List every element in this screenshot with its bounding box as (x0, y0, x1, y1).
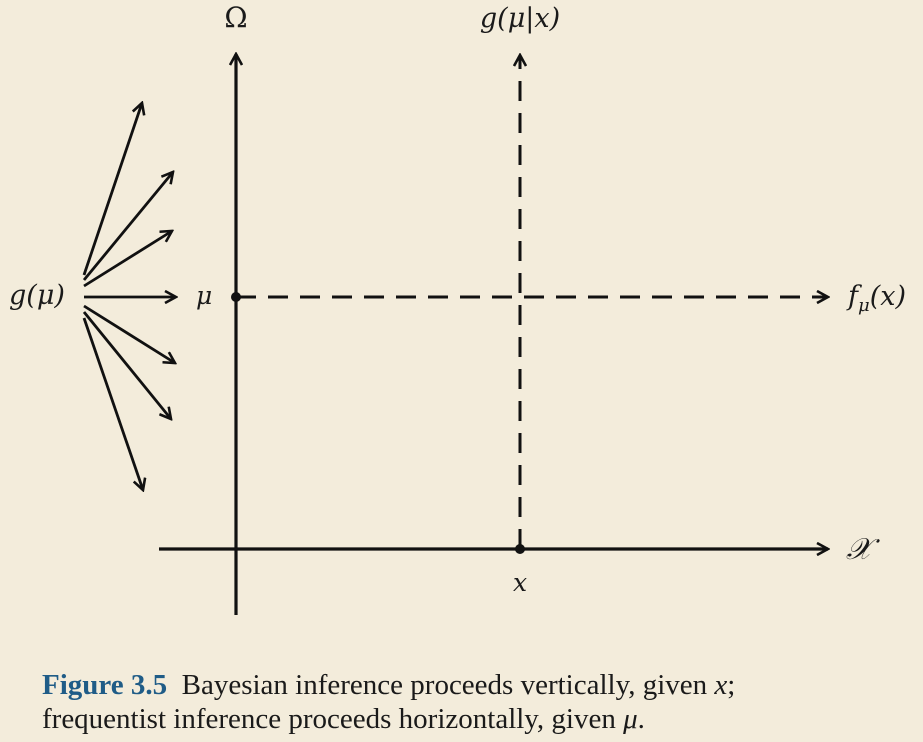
figure-label: Figure 3.5 (42, 669, 168, 701)
inference-diagram: Ω 𝒳 g(μ|x) fμ(x) μ x g(μ) (9, 1, 906, 615)
likelihood-label: fμ(x) (846, 281, 906, 316)
prior-arrow-fan (82, 103, 176, 490)
mu-label: μ (196, 281, 212, 310)
prior-arrow (82, 311, 171, 419)
caption-line2-end: . (637, 703, 645, 735)
omega-label: Ω (224, 1, 247, 34)
caption-mu-var: μ (623, 703, 638, 735)
prior-arrow (82, 103, 142, 276)
caption-line2-text: frequentist inference proceeds horizonta… (42, 703, 624, 735)
caption-line1-text: Bayesian inference proceeds vertically, … (181, 669, 715, 701)
prior-arrow (82, 317, 143, 490)
posterior-label: g(μ|x) (480, 3, 560, 34)
sample-space-label: 𝒳 (846, 532, 880, 567)
caption-line1-end: ; (727, 669, 736, 701)
figure-caption: Figure 3.5 Bayesian inference proceeds v… (42, 668, 902, 736)
caption-x-var: x (714, 669, 728, 701)
x-label: x (513, 568, 527, 597)
prior-arrow (83, 304, 175, 363)
mu-point (231, 292, 241, 302)
prior-label: g(μ) (9, 280, 65, 311)
prior-arrow (83, 231, 172, 288)
prior-arrow (82, 172, 173, 281)
x-point (515, 544, 525, 554)
